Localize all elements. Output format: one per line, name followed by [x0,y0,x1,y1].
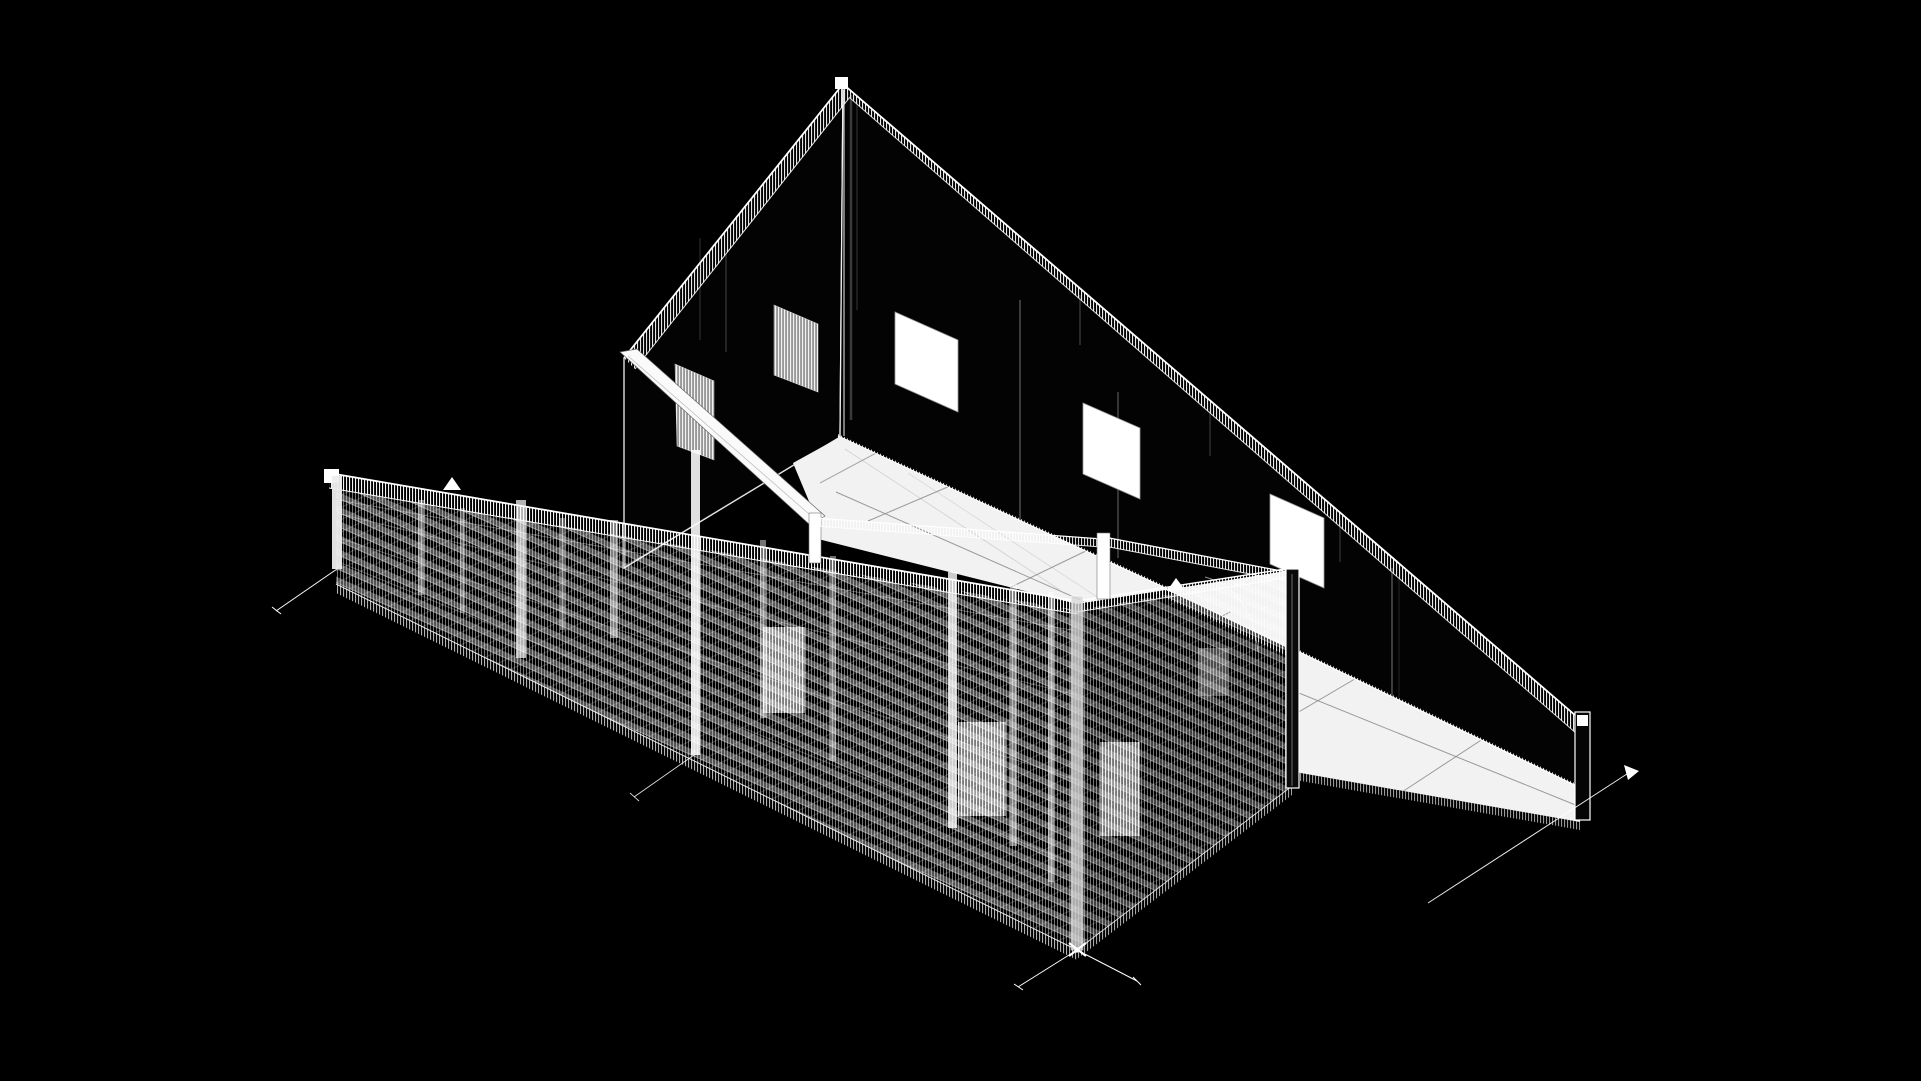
fence-left-bottom-band [336,584,1077,960]
ground-tick-mid [629,792,640,802]
right-roof-edge-band [843,84,1583,734]
corner-ground-tick-left [1013,983,1024,991]
left-roof-edge-band [624,84,850,369]
fence-right-bottom-line [1076,785,1293,951]
fence-right-bottom-band [1077,786,1292,959]
fence-left-bottom-line [335,583,1078,951]
handrail-ab-bottom [814,525,1103,548]
main-rail-band [329,473,1077,614]
corner-ground-tick-right [1132,976,1142,986]
fence-corner-post [1070,595,1084,951]
rail-flag-marker-1 [443,477,461,490]
floor-joint-5 [1401,730,1496,793]
corner-ground-line-left [1017,949,1078,988]
left-roof-edge-inner [634,96,851,370]
fence-right-post [1285,568,1300,789]
ground-tick-left [271,606,282,615]
ramp-beam-inner-line [627,355,818,522]
right-roof-edge-inner [849,97,1578,735]
roof-peak-cap [835,77,848,89]
handrail-band-bc [1104,537,1292,582]
right-roof-edge-outer [842,83,1584,723]
rail-flag-marker-2 [1167,578,1185,591]
floor-joint-6 [819,451,879,484]
handrail-bc-top [1103,536,1293,574]
far-end-post-cap [1577,715,1588,726]
floor-diag-1 [844,448,1061,591]
window-front-2 [1082,402,1141,500]
left-roof-edge-outer [623,83,844,359]
floor-edge-band-right [1295,772,1580,830]
handrail-post-b [1096,532,1111,600]
far-end-post [1574,711,1591,821]
window-gable-2-stripes [774,305,818,392]
floor-joint-1 [867,485,951,522]
window-front-3 [1269,493,1325,589]
main-rail-bottom [328,487,1078,615]
walkway-rail-bottom [1076,576,1293,613]
fence-left-mesh [336,489,1077,950]
handrail-bc-bottom [1103,545,1293,583]
handrail-band-ab [815,518,1102,547]
corner-ground-line-right [1076,949,1138,982]
ground-line-right [1427,771,1631,904]
floor-joint-2 [1002,548,1091,592]
handrail-ab-top [814,517,1103,540]
main-rail-top [328,472,1078,602]
ground-flag-right [1624,765,1639,780]
fence-right-mesh [1077,574,1292,950]
window-front-1 [894,311,959,413]
fence-left-post [332,476,342,569]
ramp-beam [619,348,826,526]
ground-line-left [275,568,338,612]
floor-diag-2 [907,472,1121,613]
axis-marker-dot [1074,947,1080,953]
ground-line-mid [633,754,695,798]
